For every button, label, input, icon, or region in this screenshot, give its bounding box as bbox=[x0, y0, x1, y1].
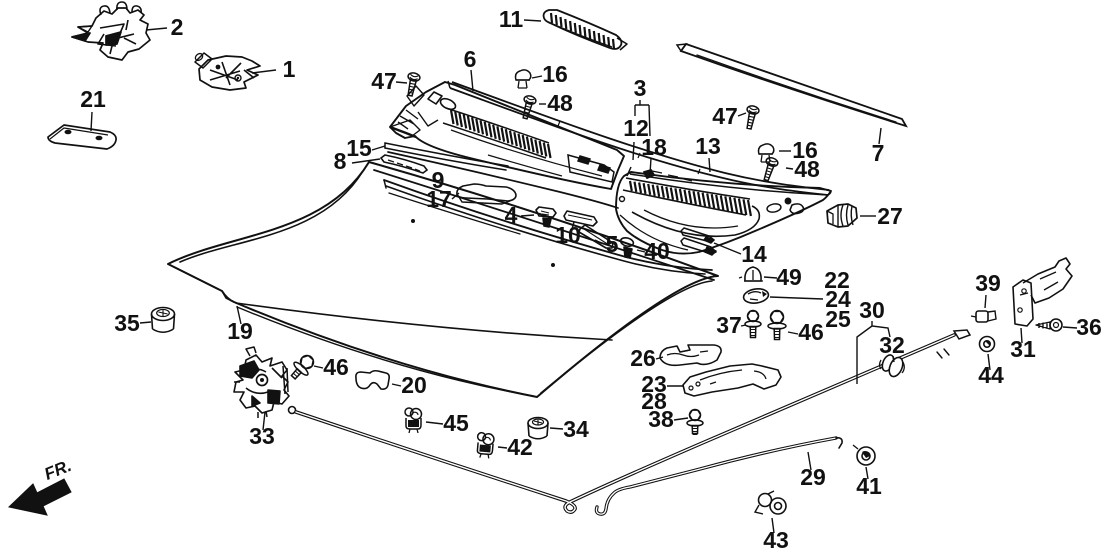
svg-text:16: 16 bbox=[542, 61, 568, 87]
svg-text:44: 44 bbox=[978, 362, 1004, 388]
svg-text:24: 24 bbox=[825, 286, 851, 312]
svg-text:1: 1 bbox=[283, 56, 296, 82]
svg-text:16: 16 bbox=[792, 137, 818, 163]
svg-text:45: 45 bbox=[443, 410, 469, 436]
svg-text:42: 42 bbox=[507, 434, 533, 460]
svg-text:41: 41 bbox=[856, 473, 882, 499]
svg-text:4: 4 bbox=[505, 202, 518, 228]
svg-text:7: 7 bbox=[872, 140, 885, 166]
svg-text:25: 25 bbox=[825, 306, 851, 332]
svg-text:10: 10 bbox=[555, 222, 581, 248]
svg-text:3: 3 bbox=[634, 75, 647, 101]
svg-text:37: 37 bbox=[716, 312, 742, 338]
svg-text:48: 48 bbox=[547, 90, 573, 116]
svg-text:17: 17 bbox=[426, 186, 452, 212]
svg-text:38: 38 bbox=[648, 406, 674, 432]
svg-text:32: 32 bbox=[879, 332, 905, 358]
svg-text:9: 9 bbox=[432, 167, 445, 193]
svg-text:2: 2 bbox=[171, 14, 184, 40]
svg-text:29: 29 bbox=[800, 464, 826, 490]
svg-text:30: 30 bbox=[859, 297, 885, 323]
svg-text:6: 6 bbox=[464, 46, 477, 72]
svg-text:47: 47 bbox=[712, 103, 738, 129]
svg-text:48: 48 bbox=[794, 156, 820, 182]
svg-text:28: 28 bbox=[641, 388, 667, 414]
svg-text:47: 47 bbox=[371, 68, 397, 94]
svg-text:13: 13 bbox=[695, 133, 721, 159]
svg-text:8: 8 bbox=[334, 148, 347, 174]
svg-text:18: 18 bbox=[641, 134, 667, 160]
svg-text:49: 49 bbox=[776, 264, 802, 290]
svg-text:21: 21 bbox=[80, 86, 106, 112]
svg-text:31: 31 bbox=[1010, 336, 1036, 362]
svg-text:11: 11 bbox=[499, 6, 524, 32]
svg-text:46: 46 bbox=[798, 319, 824, 345]
svg-text:40: 40 bbox=[644, 238, 670, 264]
svg-text:46: 46 bbox=[323, 354, 349, 380]
svg-text:27: 27 bbox=[877, 203, 903, 229]
svg-text:35: 35 bbox=[114, 310, 140, 336]
svg-text:20: 20 bbox=[401, 372, 427, 398]
svg-text:43: 43 bbox=[763, 527, 789, 553]
svg-text:5: 5 bbox=[606, 231, 619, 257]
svg-text:34: 34 bbox=[563, 416, 589, 442]
svg-text:33: 33 bbox=[249, 423, 275, 449]
svg-text:22: 22 bbox=[824, 267, 850, 293]
svg-text:36: 36 bbox=[1076, 314, 1102, 340]
svg-text:15: 15 bbox=[346, 135, 372, 161]
svg-text:12: 12 bbox=[623, 115, 649, 141]
svg-text:23: 23 bbox=[641, 371, 667, 397]
svg-text:39: 39 bbox=[975, 270, 1001, 296]
svg-text:14: 14 bbox=[741, 241, 767, 267]
svg-text:26: 26 bbox=[630, 345, 656, 371]
